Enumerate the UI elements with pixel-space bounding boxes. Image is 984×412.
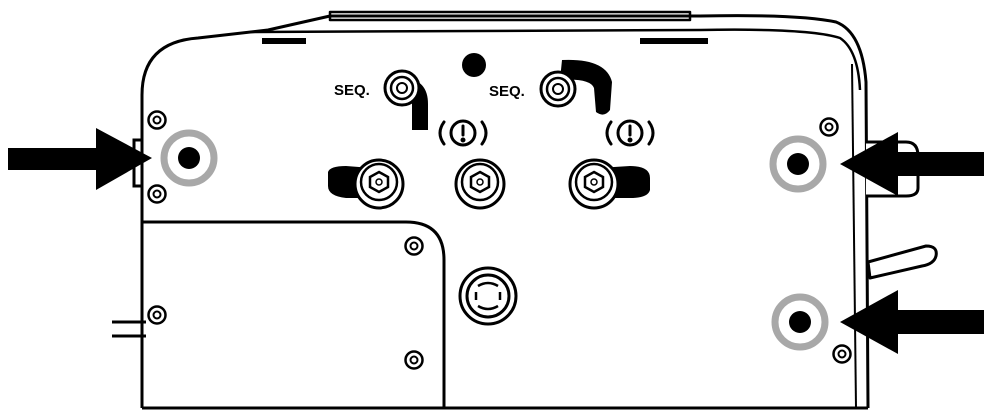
screw-icon (404, 350, 424, 370)
warning-symbols (438, 119, 655, 147)
housing-top-slot (328, 10, 692, 22)
arrow-icon (840, 132, 984, 196)
mounting-hole-icon (160, 129, 218, 187)
housing-top-rim (249, 28, 862, 91)
warning-symbol-icon (605, 119, 655, 147)
center-port (458, 266, 518, 326)
screw-icon (404, 236, 424, 256)
seq-fitting-right: SEQ. (489, 59, 612, 115)
top-tab-left (262, 38, 306, 44)
screw-icon (147, 110, 167, 130)
bolt-fitting-left (328, 158, 405, 210)
arrow-icon (840, 290, 984, 354)
bolt-fitting-middle (454, 158, 506, 210)
top-indicator-dot (462, 53, 486, 77)
cover-panel (142, 220, 446, 408)
top-tab-right (640, 38, 708, 44)
mounting-hole-icon (769, 135, 827, 193)
screws (147, 110, 852, 370)
arrow-icon (8, 128, 152, 190)
mounting-holes (160, 129, 829, 351)
screw-icon (819, 117, 839, 137)
warning-symbol-icon (438, 119, 488, 147)
seq-right-hose (560, 59, 612, 115)
housing-outer-outline (140, 14, 870, 409)
seq-left-label: SEQ. (334, 82, 370, 99)
housing (140, 10, 870, 410)
mounting-hole-icon (771, 293, 829, 351)
seq-fitting-left: SEQ. (334, 69, 428, 130)
seq-right-label: SEQ. (489, 83, 525, 100)
screw-icon (147, 305, 167, 325)
bolt-fitting-right (568, 158, 650, 210)
right-lever (866, 244, 938, 280)
screw-icon (147, 184, 167, 204)
screw-icon (832, 344, 852, 364)
arrows (8, 128, 984, 354)
housing-right-inner-edge (851, 63, 857, 409)
